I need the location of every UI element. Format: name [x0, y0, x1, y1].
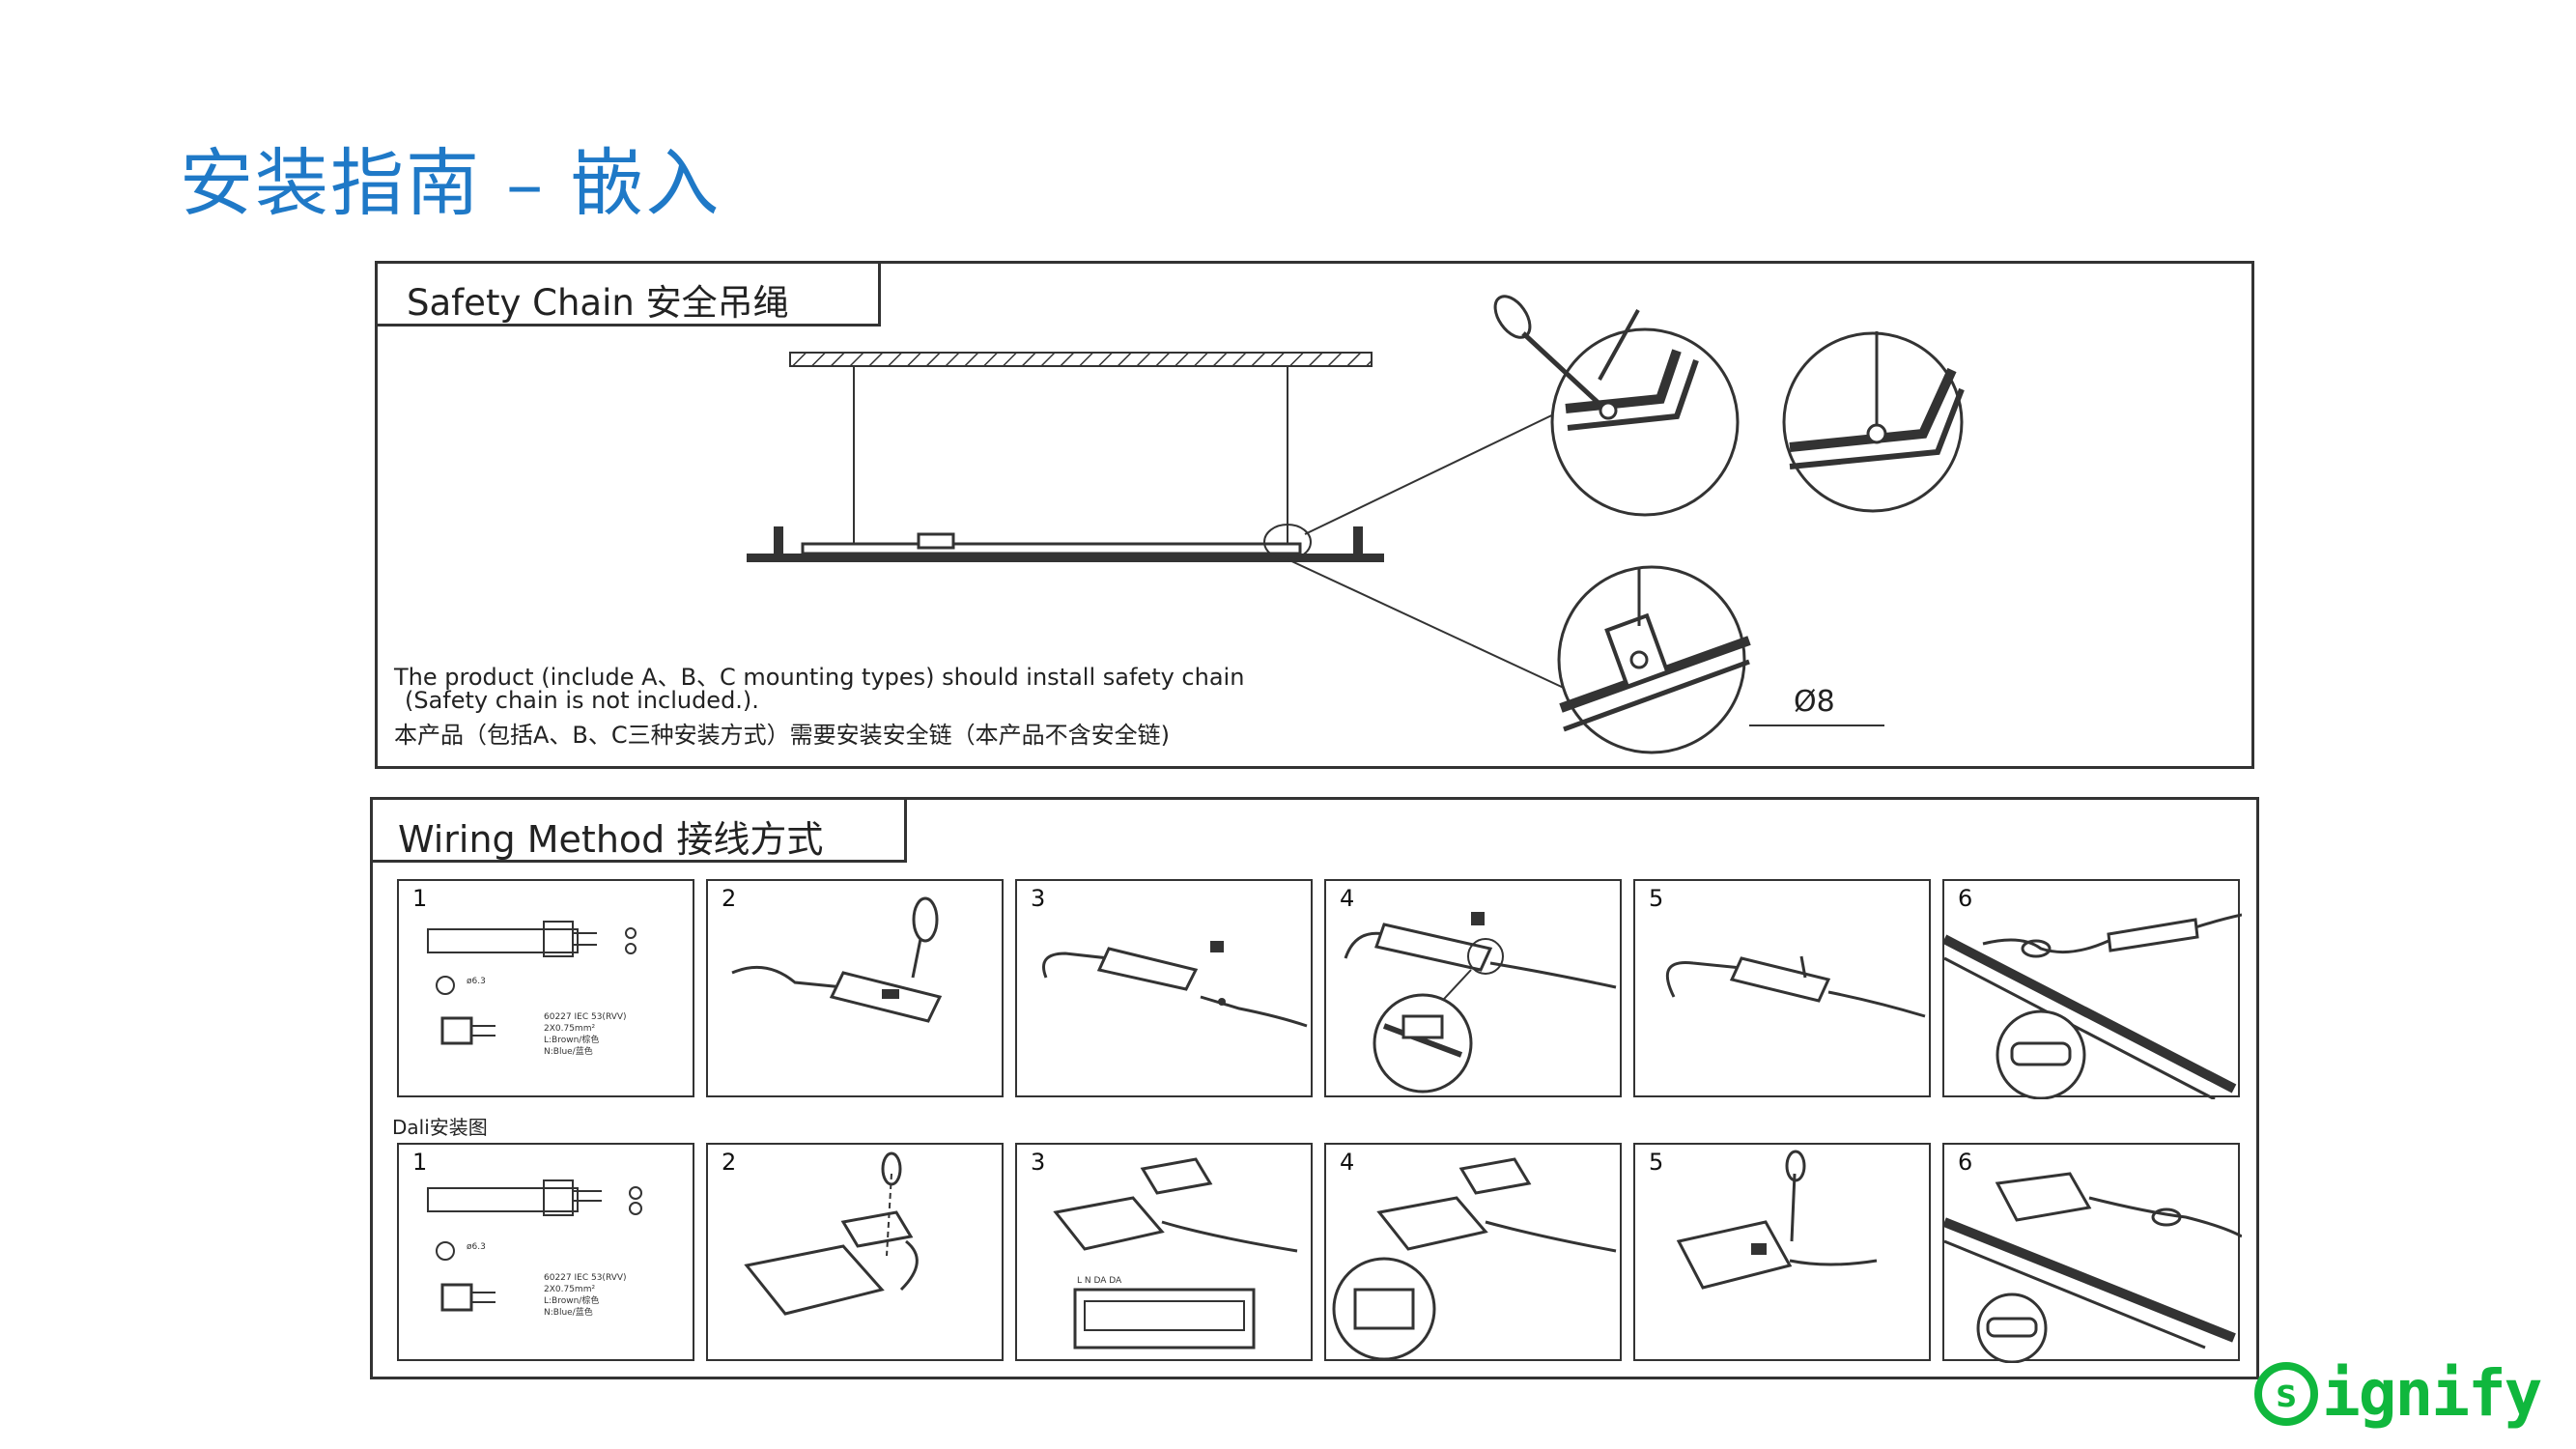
step-number: 6: [1958, 885, 1973, 912]
step-number: 3: [1031, 885, 1046, 912]
step-number: 1: [412, 1149, 428, 1176]
safety-note-cn: 本产品（包括A、B、C三种安装方式）需要安装安全链（本产品不含安全链): [394, 722, 1171, 749]
spec-line-4: N:Blue/蓝色: [544, 1306, 593, 1318]
panel-connection-illustration: [1944, 913, 2242, 1099]
wiring-step-5: 5: [1633, 879, 1931, 1097]
safety-note-en-2: (Safety chain is not included.).: [405, 687, 759, 714]
dali-driver-close-illustration: [1676, 1150, 1878, 1290]
driver-cable-illustration: [1042, 941, 1308, 1028]
wiring-method-heading: Wiring Method 接线方式: [370, 797, 907, 863]
dali-driver-screwdriver-illustration: [744, 1151, 919, 1316]
spec-line-4: N:Blue/蓝色: [544, 1045, 593, 1057]
signify-logo: s ignify: [2254, 1356, 2542, 1431]
page-title: 安装指南 – 嵌入: [180, 140, 722, 226]
dali-install-label: Dali安装图: [392, 1116, 488, 1139]
diameter-text: ø6.3: [467, 977, 486, 986]
spec-line-3: L:Brown/棕色: [544, 1034, 599, 1045]
cable-strip-illustration: ø6.3 60227 IEC 53(RVV) 2X0.75mm² L:Brown…: [427, 921, 637, 1057]
dali-step-5: 5: [1633, 1143, 1931, 1361]
wiring-method-panel: Wiring Method 接线方式 1 ø6.3 60227 IEC 53(R…: [370, 797, 2259, 1379]
terminal-labels: L N DA DA: [1077, 1276, 1122, 1286]
driver-screwdriver-illustration: [731, 896, 943, 1023]
safety-chain-panel: Safety Chain 安全吊绳: [375, 261, 2254, 769]
step-number: 1: [412, 885, 428, 912]
spec-line-2: 2X0.75mm²: [544, 1285, 595, 1294]
wiring-step-6: 6: [1942, 879, 2242, 1099]
step-number: 6: [1958, 1149, 1973, 1176]
step-number: 4: [1340, 1149, 1355, 1176]
driver-close-illustration: [1665, 955, 1926, 1018]
safety-note-en-1: The product (include A、B、C mounting type…: [394, 664, 1245, 691]
wiring-step-2: 2: [706, 879, 1004, 1097]
signify-logo-text: ignify: [2322, 1356, 2542, 1431]
dali-cable-strip-illustration: ø6.3 60227 IEC 53(RVV) 2X0.75mm² L:Brown…: [427, 1179, 642, 1318]
signify-logo-mark: s: [2254, 1361, 2318, 1426]
dali-step-3: 3 L N DA DA: [1015, 1143, 1313, 1361]
zoom-circle-3: [1557, 565, 1884, 754]
diameter-label: Ø8: [1794, 685, 1835, 719]
spec-line-3: L:Brown/棕色: [544, 1294, 599, 1306]
wiring-step-4: 4: [1324, 879, 1622, 1097]
safety-chain-heading: Safety Chain 安全吊绳: [375, 261, 881, 327]
step-number: 3: [1031, 1149, 1046, 1176]
zoom-circle-2: [1782, 331, 1965, 513]
dali-step-1: 1 ø6.3 60227 IEC 53(RVV) 2X0.75mm² L:Bro…: [397, 1143, 694, 1361]
dali-step-2: 2: [706, 1143, 1004, 1361]
dali-step-6: 6: [1942, 1143, 2242, 1363]
step-number: 2: [722, 1149, 737, 1176]
step-number: 2: [722, 885, 737, 912]
spec-line-2: 2X0.75mm²: [544, 1024, 595, 1034]
spec-line-1: 60227 IEC 53(RVV): [544, 1273, 627, 1283]
driver-detail-illustration: [1344, 912, 1617, 1094]
dali-panel-connection-illustration: [1944, 1172, 2242, 1363]
wiring-step-1: 1 ø6.3 60227 IEC 53(RVV) 2X0.75mm² L:Bro…: [397, 879, 694, 1097]
diameter-text: ø6.3: [467, 1242, 486, 1252]
step-number: 5: [1649, 885, 1664, 912]
dali-driver-detail-illustration: [1332, 1157, 1617, 1361]
wiring-step-3: 3: [1015, 879, 1313, 1097]
dali-terminal-illustration: L N DA DA: [1053, 1157, 1298, 1350]
dali-step-4: 4: [1324, 1143, 1622, 1361]
spec-line-1: 60227 IEC 53(RVV): [544, 1012, 627, 1022]
step-number: 5: [1649, 1149, 1664, 1176]
step-number: 4: [1340, 885, 1355, 912]
zoom-circle-1: [1493, 295, 1740, 517]
safety-chain-diagram: [747, 295, 1965, 754]
